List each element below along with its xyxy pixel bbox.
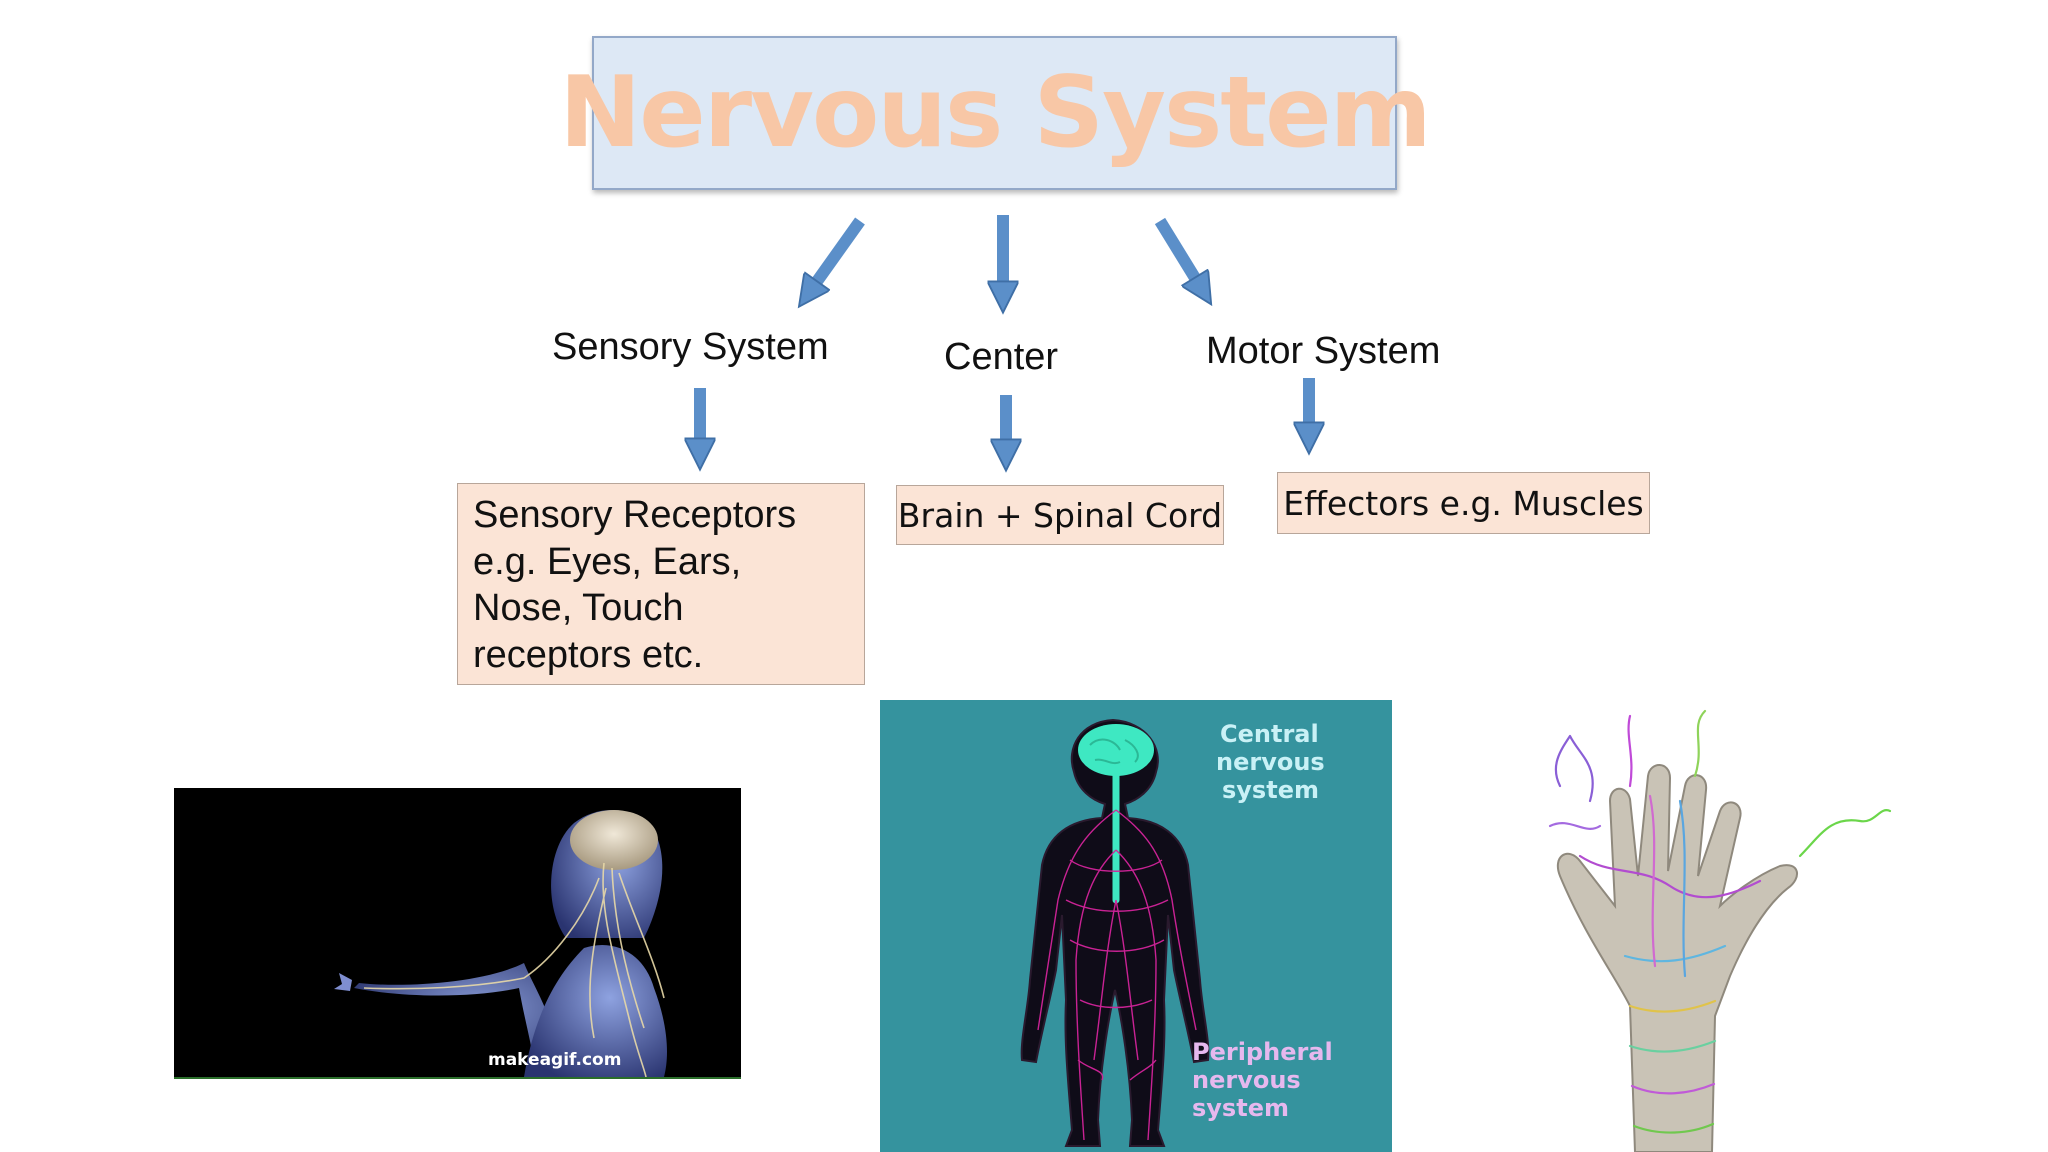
hand-nerves-image — [1530, 706, 1898, 1152]
sensory-detail-line: Nose, Touch — [473, 587, 684, 629]
effectors-box: Effectors e.g. Muscles — [1277, 472, 1650, 534]
peripheral-label-line: Peripheral — [1192, 1038, 1333, 1066]
central-label-line: Central — [1220, 720, 1319, 748]
title-text: Nervous System — [559, 56, 1431, 170]
arrow-to-motor — [1154, 217, 1203, 291]
hand-nerve-strands-illustration — [1548, 709, 1892, 1152]
sensory-detail-line: Sensory Receptors — [473, 494, 797, 536]
motor-detail: Effectors e.g. Muscles — [1283, 483, 1644, 523]
sensory-detail-line: receptors etc. — [473, 633, 704, 676]
motor-system-label: Motor System — [1206, 330, 1441, 372]
sensory-system-label: Sensory System — [552, 326, 829, 368]
sensory-receptors-box: Sensory Receptors e.g. Eyes, Ears, Nose,… — [457, 483, 865, 685]
central-label-line: system — [1222, 776, 1319, 804]
center-label: Center — [944, 336, 1059, 378]
sensory-detail-line: e.g. Eyes, Ears, — [473, 540, 742, 583]
neurons-head-image: makeagif.com — [174, 788, 741, 1079]
central-label-line: nervous — [1216, 748, 1325, 776]
peripheral-label-line: nervous — [1192, 1066, 1301, 1094]
body-nerves-illustration: Central nervous system Peripheral nervou… — [1020, 718, 1333, 1147]
makeagif-watermark: makeagif.com — [488, 1050, 621, 1070]
human-neurons-illustration: makeagif.com — [334, 809, 667, 1077]
center-detail: Brain + Spinal Cord — [897, 495, 1223, 535]
title-box: Nervous System — [559, 36, 1432, 190]
arrow-to-sensory — [808, 217, 865, 294]
brain-spinal-cord-box: Brain + Spinal Cord — [896, 485, 1224, 545]
nervous-system-body-diagram: Central nervous system Peripheral nervou… — [880, 700, 1392, 1152]
peripheral-label-line: system — [1192, 1094, 1289, 1122]
